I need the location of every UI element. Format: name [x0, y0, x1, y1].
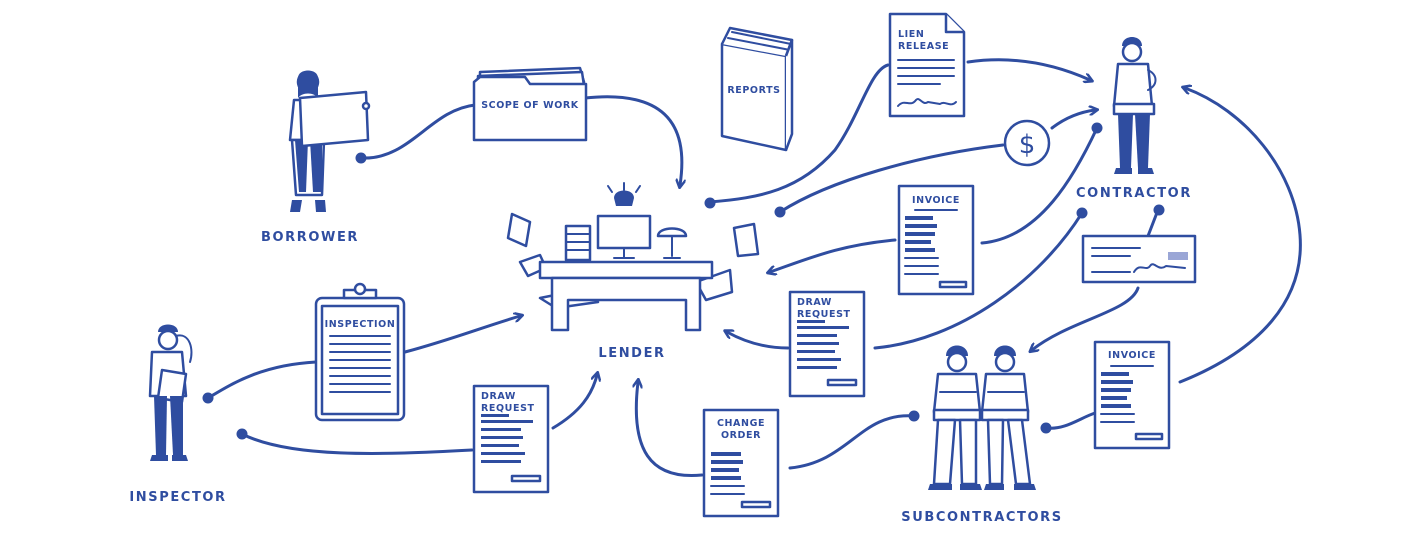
borrower-figure	[288, 70, 371, 212]
reports-label: REPORTS	[727, 85, 780, 96]
connector-draw-inspector-lender	[551, 375, 597, 430]
connector-borrower-scope	[360, 103, 477, 160]
contractor-figure	[1112, 37, 1157, 174]
scope-of-work-folder	[472, 66, 588, 142]
connector-contractor-invoice	[980, 126, 1099, 245]
draw-request-contractor-label-1: DRAW	[797, 297, 832, 308]
check-document	[1081, 234, 1197, 284]
borrower-label: BORROWER	[261, 230, 359, 245]
connector-node	[704, 197, 716, 209]
inspection-clipboard	[314, 282, 406, 422]
connector-subs-invoice	[1045, 411, 1097, 430]
inspection-label: INSPECTION	[325, 319, 396, 330]
subcontractors-label: SUBCONTRACTORS	[901, 510, 1062, 525]
connector-inspector-draw	[240, 432, 474, 455]
reports-book	[720, 26, 794, 152]
connector-invoice-lender	[770, 238, 897, 272]
connector-node	[355, 152, 367, 164]
connectors	[202, 58, 1302, 478]
lien-release-document	[888, 12, 966, 118]
inspector-figure	[148, 324, 193, 461]
connector-invoice-contractor	[1178, 88, 1302, 384]
connector-contractor-draw	[873, 211, 1084, 350]
connector-node	[236, 428, 248, 440]
connector-subs-change	[788, 414, 916, 470]
lender-figure	[506, 182, 760, 332]
connector-check-subcontractors	[1032, 286, 1140, 350]
connector-node	[1153, 204, 1165, 216]
payment-symbol: $	[1019, 130, 1036, 160]
inspector-label: INSPECTOR	[129, 490, 226, 505]
invoice-contractor-label: INVOICE	[912, 195, 960, 206]
connector-scope-lender	[583, 95, 682, 185]
lender-label: LENDER	[598, 346, 665, 361]
invoice-subcontractors-document	[1093, 340, 1171, 450]
draw-request-inspector-label-2: REQUEST	[481, 403, 535, 414]
scope-of-work-label: SCOPE OF WORK	[481, 100, 579, 111]
connector-draw-lender	[727, 332, 790, 350]
connector-node	[202, 392, 214, 404]
connector-lender-payment	[778, 143, 1005, 214]
subcontractors-figures	[928, 345, 1036, 490]
connector-node	[1076, 207, 1088, 219]
connector-payment-contractor	[1050, 110, 1095, 130]
draw-request-contractor-document	[788, 290, 866, 398]
connector-inspector-inspection	[206, 360, 318, 400]
connector-node	[774, 206, 786, 218]
draw-request-contractor-label-2: REQUEST	[797, 309, 851, 320]
connector-lien-contractor	[966, 58, 1090, 80]
connector-node	[908, 410, 920, 422]
connector-node	[1091, 122, 1103, 134]
payment-coin	[1003, 119, 1051, 167]
invoice-subcontractors-label: INVOICE	[1108, 350, 1156, 361]
connector-lender-lien	[708, 63, 890, 204]
change-order-label-1: CHANGE	[717, 418, 765, 429]
connector-change-lender	[636, 382, 704, 478]
lien-release-label-1: LIEN	[898, 29, 924, 40]
draw-request-inspector-document	[472, 384, 550, 494]
connector-node	[1040, 422, 1052, 434]
lien-release-label-2: RELEASE	[898, 41, 949, 52]
change-order-document	[702, 408, 780, 518]
change-order-label-2: ORDER	[721, 430, 761, 441]
contractor-label: CONTRACTOR	[1076, 186, 1192, 201]
invoice-contractor-document	[897, 184, 975, 296]
connector-inspection-lender	[403, 316, 520, 354]
draw-request-inspector-label-1: DRAW	[481, 391, 516, 402]
